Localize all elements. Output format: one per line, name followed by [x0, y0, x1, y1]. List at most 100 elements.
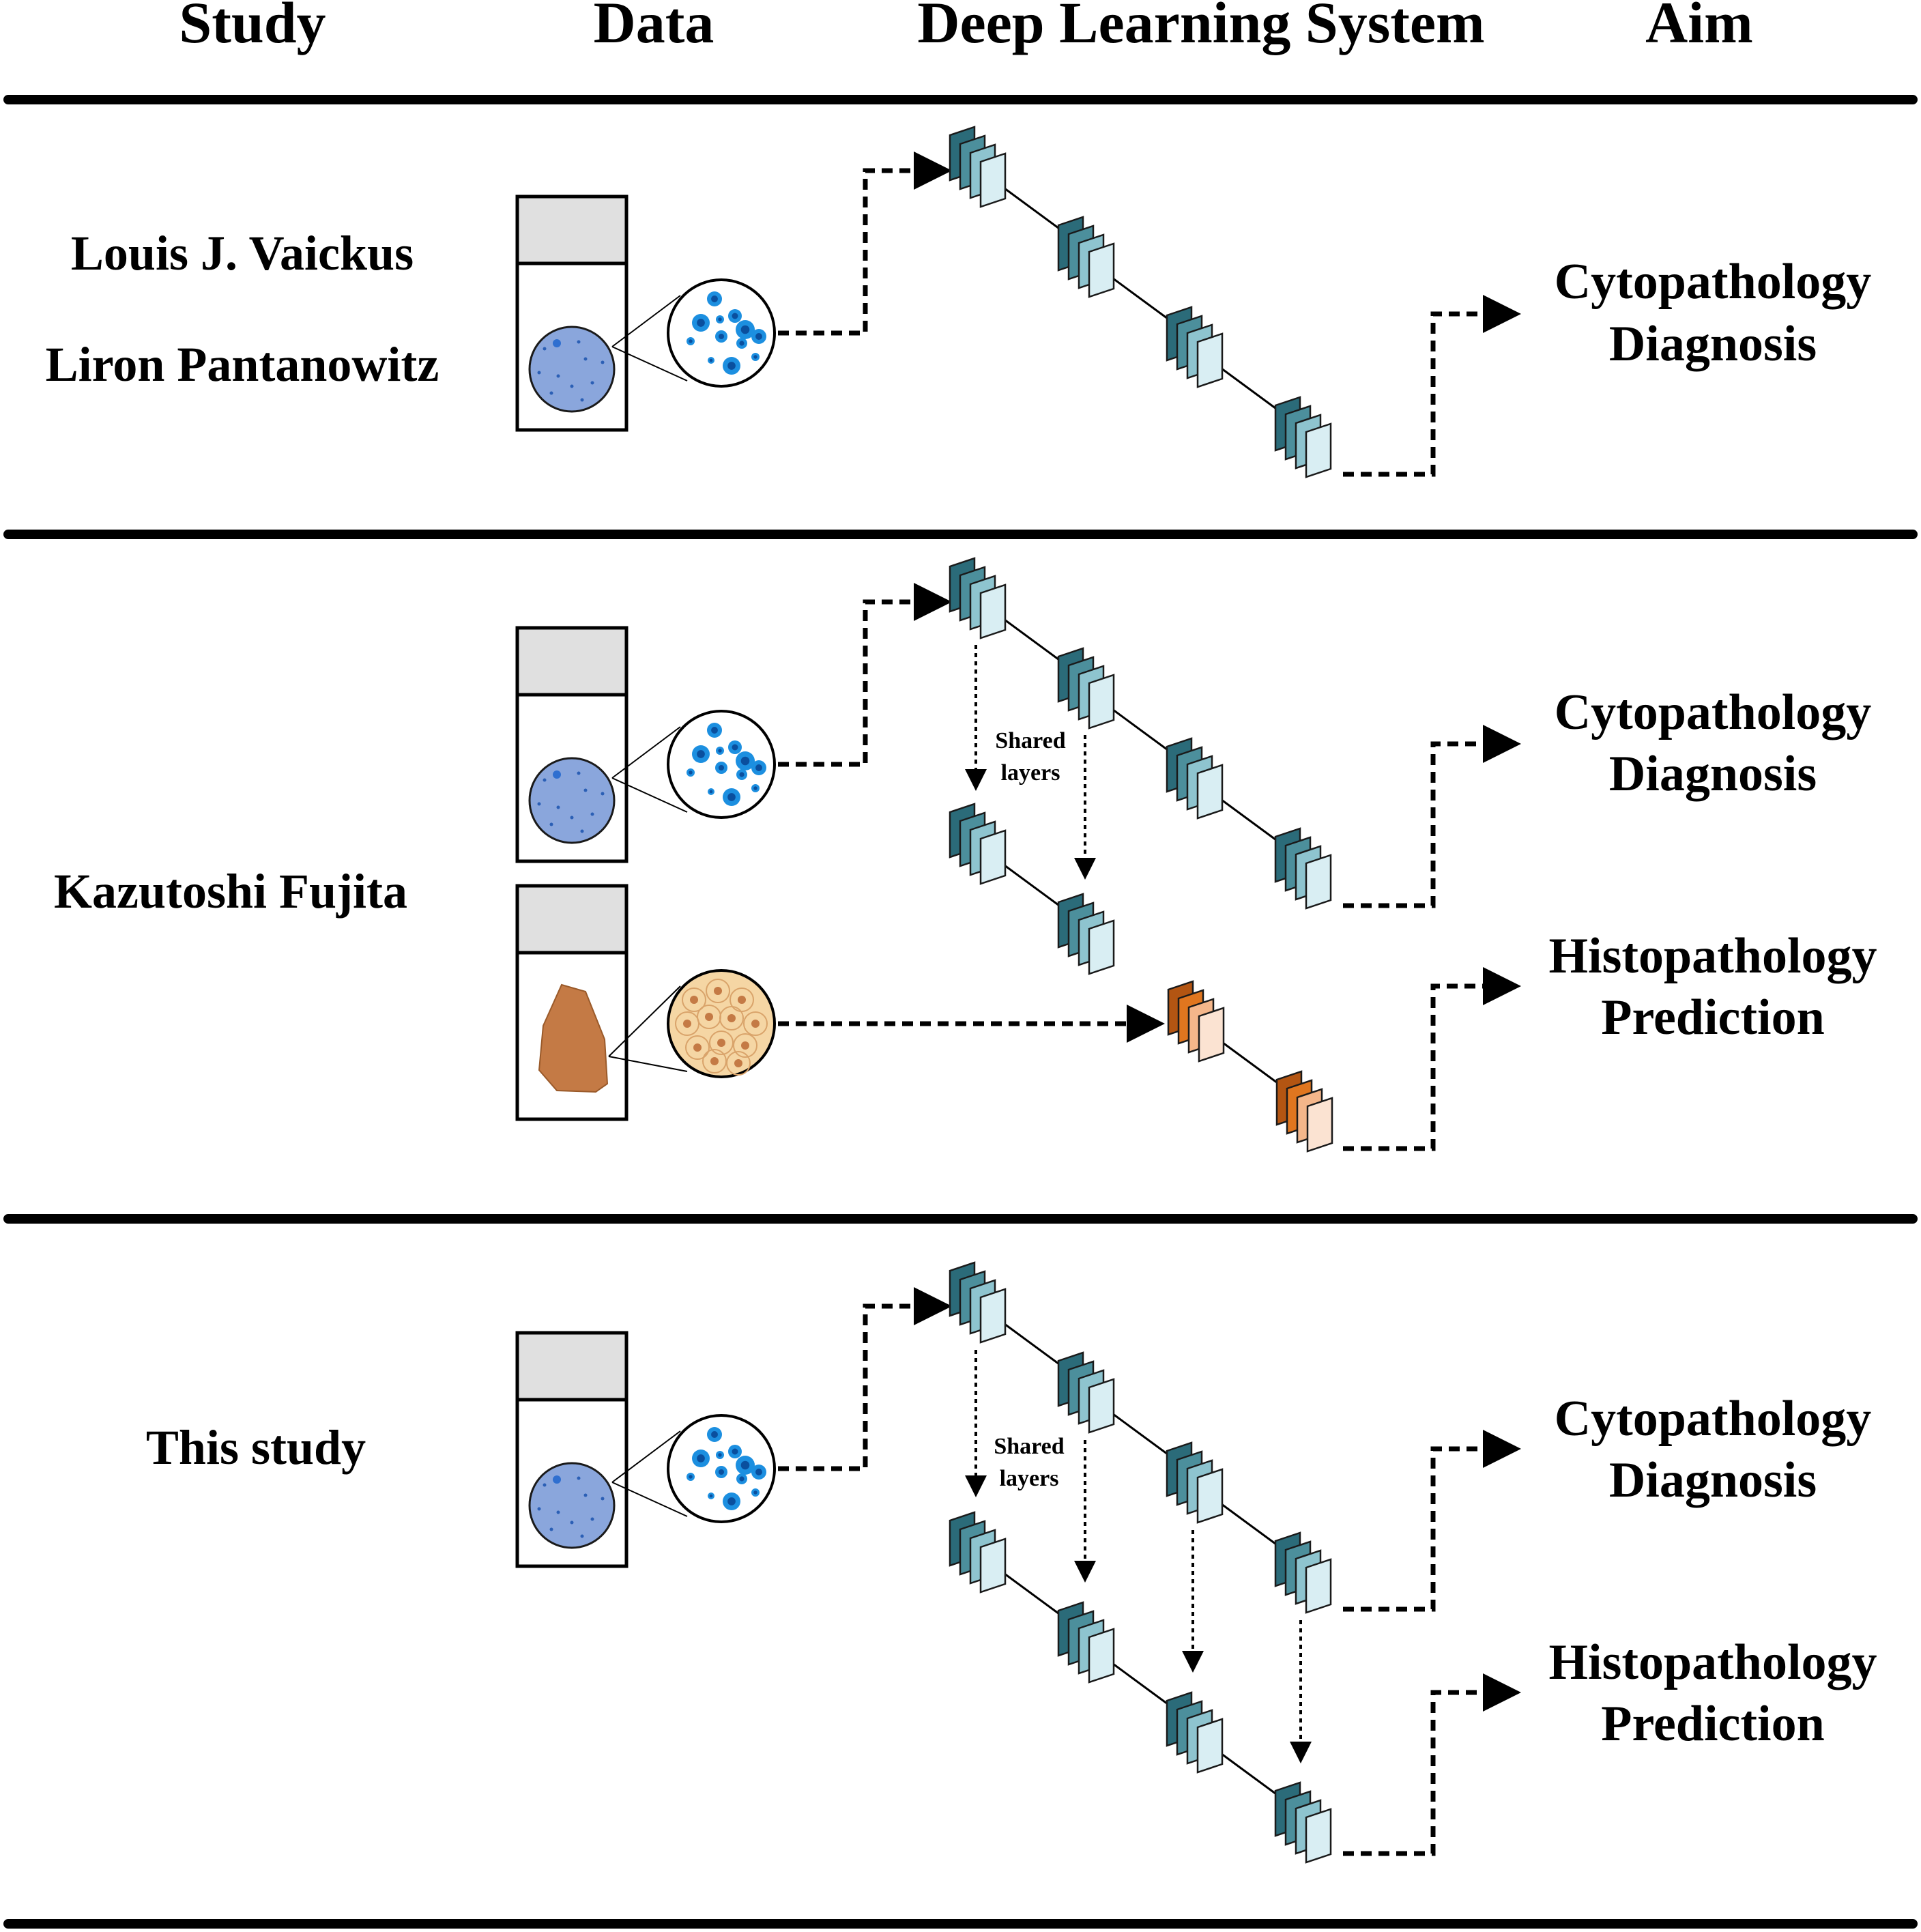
aim-line-1: Cytopathology: [1555, 254, 1872, 310]
cell-dot: [590, 812, 594, 816]
header-deep-learning-system: Deep Learning System: [917, 0, 1484, 55]
header-data: Data: [594, 0, 714, 55]
cell-nucleus: [732, 1448, 738, 1455]
cell-nucleus: [755, 764, 762, 771]
layer-connector: [1112, 1413, 1173, 1459]
cytology-slide-icon: [515, 626, 629, 863]
tissue-nucleus: [717, 1039, 725, 1047]
cell-dot: [601, 1497, 605, 1501]
cell-dot: [577, 340, 581, 344]
zoom-line: [608, 985, 681, 1057]
cell-nucleus: [718, 333, 725, 340]
cell-dot: [577, 1476, 581, 1480]
cell-nucleus: [718, 749, 722, 753]
cnn-layer: [1088, 919, 1115, 975]
cnn-layer-stack-icon: [949, 1511, 1007, 1594]
shared-layers-label-line-1: Shared: [994, 1434, 1064, 1459]
output-arrow: [1343, 295, 1521, 477]
cell-dot: [556, 805, 560, 809]
cnn-layer-stack-icon: [1274, 396, 1332, 478]
cell-dot: [601, 360, 605, 364]
cnn-layer: [1305, 854, 1332, 910]
cell-dot: [553, 770, 561, 779]
cell-dot: [556, 1510, 560, 1514]
cnn-layer: [979, 1538, 1007, 1594]
zoom-line: [611, 777, 688, 813]
cytology-slide-icon: [515, 1331, 629, 1568]
cytology-slide-icon: [515, 194, 629, 432]
cell-dot: [577, 771, 581, 775]
cnn-layer: [1088, 674, 1115, 730]
cnn-layer-stack-icon: [1057, 1351, 1115, 1434]
cell-nucleus: [739, 772, 745, 777]
cnn-layer-stack-icon: [1057, 216, 1115, 298]
layer-connector: [1221, 1753, 1282, 1799]
study-name-line-2: Liron Pantanowitz: [46, 337, 439, 392]
cell-nucleus: [697, 1454, 705, 1462]
specimen-dish: [528, 757, 616, 844]
cyto-input-arrow: [778, 583, 952, 767]
cell-dot: [543, 778, 547, 782]
shared-layers-label-line-1: Shared: [995, 728, 1065, 753]
cell-dot: [580, 829, 584, 833]
cell-nucleus: [740, 1460, 750, 1470]
cell-nucleus: [740, 325, 750, 334]
zoom-line: [611, 1482, 688, 1517]
cnn-layer: [1305, 1808, 1332, 1864]
cell-nucleus: [718, 764, 725, 771]
zoom-line: [608, 1056, 688, 1072]
aim-2-line-1: Histopathology: [1548, 928, 1877, 984]
slide-label: [515, 626, 629, 697]
tissue-nucleus: [693, 1043, 702, 1052]
magnifier-icon: [608, 969, 776, 1078]
cnn-layer: [1196, 1468, 1224, 1524]
cell-nucleus: [739, 341, 745, 346]
header-aim: Aim: [1645, 0, 1753, 55]
zoom-line: [611, 726, 681, 779]
zoom-line: [611, 295, 681, 347]
cnn-layer-stack-icon: [1057, 647, 1115, 730]
cnn-chain-histo: [949, 1511, 1332, 1864]
specimen-dish: [528, 326, 616, 413]
tissue-cell: [733, 1033, 757, 1058]
specimen-dish: [528, 1462, 616, 1549]
cnn-layer-stack-icon: [1274, 827, 1332, 910]
tissue-nucleus: [734, 1059, 742, 1067]
cnn-layer-stack-icon: [1166, 306, 1224, 388]
tissue-cell: [743, 1011, 768, 1036]
layer-connector: [1221, 1503, 1282, 1549]
cell-nucleus: [753, 355, 757, 359]
header-study: Study: [179, 0, 326, 55]
tissue-cell: [682, 987, 706, 1012]
aim-1-line-1: Cytopathology: [1555, 684, 1872, 740]
cell-nucleus: [711, 1431, 718, 1438]
layer-connector: [1222, 1041, 1283, 1088]
histology-slide-icon: [515, 884, 629, 1121]
layer-connector: [1004, 1572, 1065, 1619]
tissue-sample: [538, 983, 609, 1093]
aim-1-line-2: Diagnosis: [1609, 746, 1817, 802]
layer-connector: [1112, 277, 1173, 323]
layer-connector: [1221, 798, 1282, 845]
cnn-layer-stack-icon: [1167, 980, 1225, 1063]
cnn-layer: [1198, 1007, 1225, 1063]
cnn-layer-stack-icon: [1274, 1781, 1332, 1864]
magnifier-icon: [611, 1414, 776, 1523]
cnn-layer-stack-icon: [1057, 893, 1115, 975]
study-name-line-1: Louis J. Vaickus: [71, 226, 414, 280]
cell-dot: [537, 1507, 541, 1511]
cell-nucleus: [727, 362, 736, 370]
aim-2-line-1: Histopathology: [1548, 1634, 1877, 1690]
cell-nucleus: [709, 790, 713, 794]
input-arrow: [778, 152, 952, 336]
cnn-layer-stack-icon: [949, 803, 1007, 885]
slide-label: [515, 884, 629, 955]
layer-connector: [1004, 1323, 1065, 1369]
tissue-cell: [719, 1006, 744, 1030]
tissue-nucleus: [751, 1020, 760, 1028]
cell-nucleus: [732, 744, 738, 751]
cell-nucleus: [753, 1490, 757, 1495]
cnn-layer-stack-icon: [949, 1261, 1007, 1344]
magnifier-icon: [611, 710, 776, 819]
